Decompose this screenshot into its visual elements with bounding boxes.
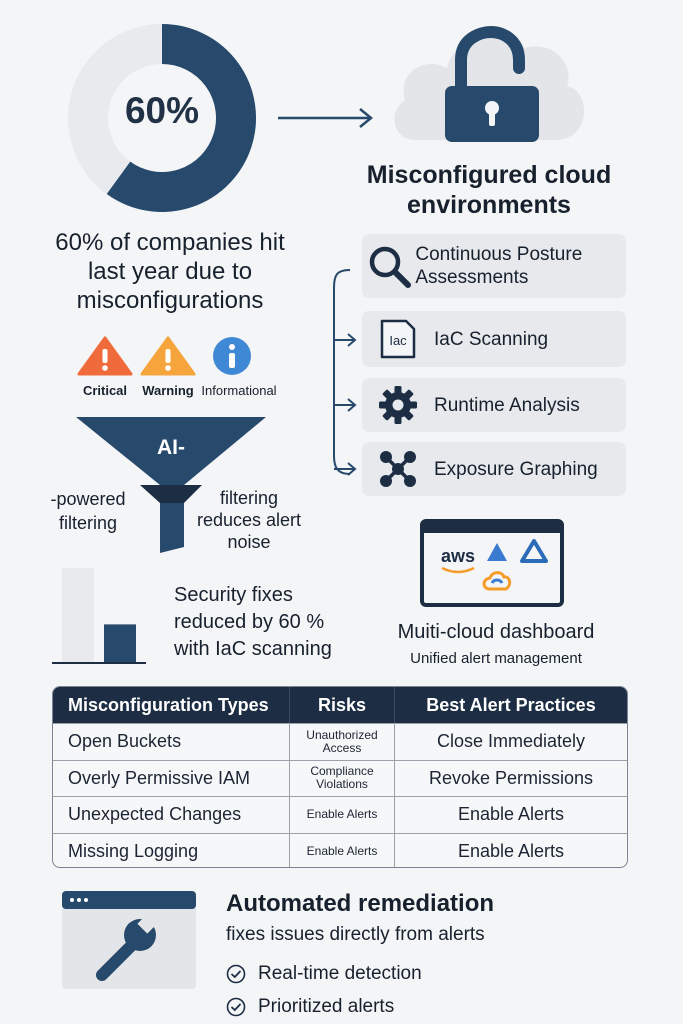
severity-label-informational: Informational	[201, 383, 277, 398]
gear-icon	[362, 378, 434, 432]
table-cell: Close Immediately	[394, 724, 627, 760]
feature-label: Continuous Posture Assessments	[415, 244, 583, 288]
dashboard-window-icon: aws	[420, 519, 564, 607]
feature-label: Exposure Graphing	[434, 458, 598, 480]
iac-icon-text: Iac	[389, 333, 407, 348]
table-row: Missing Logging Enable Alerts Enable Ale…	[53, 832, 627, 867]
table-header: Misconfiguration Types Risks Best Alert …	[53, 687, 627, 723]
table-cell: Compliance Violations	[289, 760, 394, 796]
table-cell: Unexpected Changes	[68, 804, 242, 825]
stat-text: 60% of companies hit last year due to mi…	[55, 229, 285, 314]
arrow-right-icon	[278, 108, 373, 128]
check-circle-icon	[226, 964, 246, 984]
table-header-cell: Best Alert Practices	[394, 687, 627, 723]
check-label: Real-time detection	[258, 963, 422, 984]
graph-nodes-icon	[362, 442, 434, 496]
severity-label-critical: Critical	[82, 383, 128, 398]
dashboard-subtitle: Unified alert management	[410, 650, 582, 667]
severity-label-warning: Warning	[142, 383, 194, 398]
cloud-lock-icon	[394, 25, 585, 142]
bracket-arrows	[333, 269, 357, 476]
feature-label: IaC Scanning	[434, 328, 549, 350]
dashboard-title: Muiti-cloud dashboard	[397, 621, 595, 643]
aws-logo: aws	[441, 546, 475, 566]
table-cell: Unauthorized Access	[289, 724, 394, 760]
table-header-cell: Risks	[289, 687, 394, 723]
donut-arc-60	[106, 24, 256, 212]
funnel-right-text: filtering reduces alert noise	[196, 488, 302, 552]
table-row: Overly Permissive IAM Compliance Violati…	[53, 759, 627, 796]
table-row: Open Buckets Unauthorized Access Close I…	[53, 723, 627, 760]
funnel-icon	[76, 417, 266, 553]
funnel-left-text: -powered filtering	[50, 489, 126, 533]
feature-runtime-analysis: Runtime Analysis	[362, 378, 626, 432]
check-item: Real-time detection	[226, 963, 422, 985]
check-circle-icon	[226, 997, 246, 1017]
search-icon	[362, 234, 415, 298]
table-header-cell: Misconfiguration Types	[68, 694, 269, 715]
percent-label: 60%	[124, 90, 200, 131]
fixes-bar-chart	[52, 568, 146, 664]
table-cell: Enable Alerts	[289, 833, 394, 867]
misconfiguration-table: Misconfiguration Types Risks Best Alert …	[52, 686, 628, 868]
cloud-title: Misconfigured cloud environments	[366, 161, 612, 219]
warning-triangle-icon	[140, 336, 196, 376]
table-cell: Overly Permissive IAM	[68, 767, 251, 788]
table-row: Unexpected Changes Enable Alerts Enable …	[53, 796, 627, 833]
table-cell: Enable Alerts	[289, 797, 394, 833]
info-circle-icon	[213, 337, 251, 375]
bar-after	[104, 624, 136, 662]
check-label: Prioritized alerts	[258, 996, 395, 1017]
table-cell: Open Buckets	[68, 731, 182, 752]
remediation-subtitle: fixes issues directly from alerts	[226, 924, 485, 945]
iac-file-icon: Iac	[362, 311, 434, 367]
remediation-title: Automated remediation	[226, 890, 495, 917]
feature-iac-scanning: Iac IaC Scanning	[362, 311, 626, 367]
fixes-text: Security fixes reduced by 60 % with IaC …	[174, 584, 332, 660]
bar-before	[62, 568, 94, 662]
wrench-window-icon	[62, 891, 196, 989]
feature-continuous-posture: Continuous Posture Assessments	[362, 234, 626, 298]
percent-donut-chart	[68, 24, 256, 212]
table-cell: Revoke Permissions	[394, 760, 627, 796]
feature-exposure-graphing: Exposure Graphing	[362, 442, 626, 496]
check-item: Prioritized alerts	[226, 996, 394, 1018]
feature-label: Runtime Analysis	[434, 394, 580, 416]
table-cell: Enable Alerts	[394, 797, 627, 833]
critical-warning-triangle-icon	[77, 336, 133, 376]
funnel-title: AI-	[157, 436, 185, 459]
table-cell: Enable Alerts	[394, 833, 627, 867]
table-cell: Missing Logging	[68, 840, 199, 861]
